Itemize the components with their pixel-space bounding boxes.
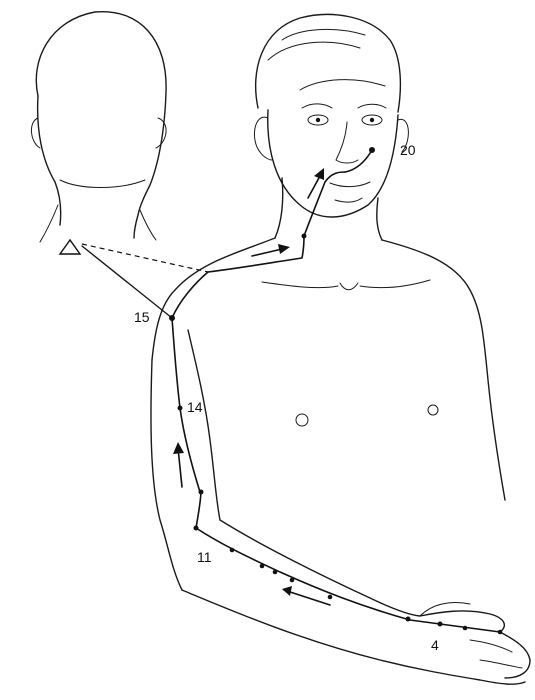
arrow-face bbox=[308, 168, 324, 198]
left-shoulder bbox=[152, 238, 275, 360]
right-nipple bbox=[428, 405, 438, 415]
back-head-neck-right bbox=[140, 210, 156, 240]
back-head-figure bbox=[31, 12, 166, 242]
point-14-dot bbox=[178, 406, 183, 411]
right-pupil bbox=[370, 118, 374, 122]
point-neck-dot bbox=[302, 234, 307, 239]
meridian-line-arm bbox=[172, 318, 500, 632]
dashed-connection bbox=[82, 244, 208, 272]
neck-left bbox=[275, 178, 283, 238]
torso-figure bbox=[152, 178, 505, 520]
point-wrist-dot bbox=[406, 617, 411, 622]
point-label-4: 4 bbox=[431, 638, 439, 652]
point-hand-dot-2 bbox=[498, 630, 503, 635]
point-label-20: 20 bbox=[400, 143, 416, 157]
nose bbox=[336, 122, 358, 163]
left-nipple bbox=[296, 414, 308, 426]
meridian-line-face bbox=[304, 172, 345, 236]
solid-connection bbox=[82, 246, 172, 318]
point-15-dot bbox=[169, 315, 175, 321]
arrow-forearm bbox=[282, 586, 330, 605]
forearm-lower bbox=[182, 590, 525, 684]
front-head-figure bbox=[254, 14, 408, 217]
clavicle-left bbox=[262, 282, 338, 288]
point-20-dot bbox=[369, 147, 375, 153]
arrow-upper-arm bbox=[173, 442, 184, 487]
point-label-11: 11 bbox=[197, 550, 212, 564]
arrow-shoulder bbox=[252, 244, 290, 256]
point-11-dot bbox=[194, 526, 199, 531]
neck-right bbox=[377, 198, 382, 240]
upper-arm-outer bbox=[151, 360, 182, 590]
meridian-line-nose bbox=[345, 150, 372, 172]
sternal-notch bbox=[340, 283, 358, 290]
point-forearm-dot-3 bbox=[273, 570, 278, 575]
back-head-outline bbox=[36, 12, 166, 238]
meridian-points bbox=[169, 147, 502, 634]
back-head-neck-left bbox=[40, 205, 58, 242]
point-label-14: 14 bbox=[187, 400, 203, 414]
left-eyebrow bbox=[302, 104, 332, 108]
point-forearm-dot-2 bbox=[260, 564, 265, 569]
triangle-icon bbox=[60, 240, 80, 254]
hair-strands bbox=[268, 29, 385, 90]
arm-figure bbox=[151, 360, 530, 684]
point-forearm-dot-4 bbox=[290, 578, 295, 583]
inner-arm-torso bbox=[188, 330, 220, 520]
meridian-line-neck bbox=[208, 236, 304, 272]
left-pupil bbox=[316, 118, 320, 122]
chin-line bbox=[335, 198, 362, 202]
mouth bbox=[330, 182, 370, 187]
clavicle-right bbox=[360, 280, 430, 288]
meridian-line-shoulder bbox=[172, 272, 208, 318]
point-4-dot bbox=[438, 622, 443, 627]
point-forearm-dot-1 bbox=[230, 548, 235, 553]
right-shoulder bbox=[382, 240, 505, 500]
point-elbow-dot bbox=[199, 490, 204, 495]
right-eyebrow bbox=[358, 104, 386, 108]
point-label-15: 15 bbox=[134, 310, 150, 324]
point-forearm-dot-5 bbox=[328, 595, 333, 600]
point-hand-dot-1 bbox=[463, 626, 468, 631]
finger-creases bbox=[470, 640, 522, 668]
back-head-hairline bbox=[60, 180, 145, 188]
face-outline bbox=[268, 110, 398, 217]
